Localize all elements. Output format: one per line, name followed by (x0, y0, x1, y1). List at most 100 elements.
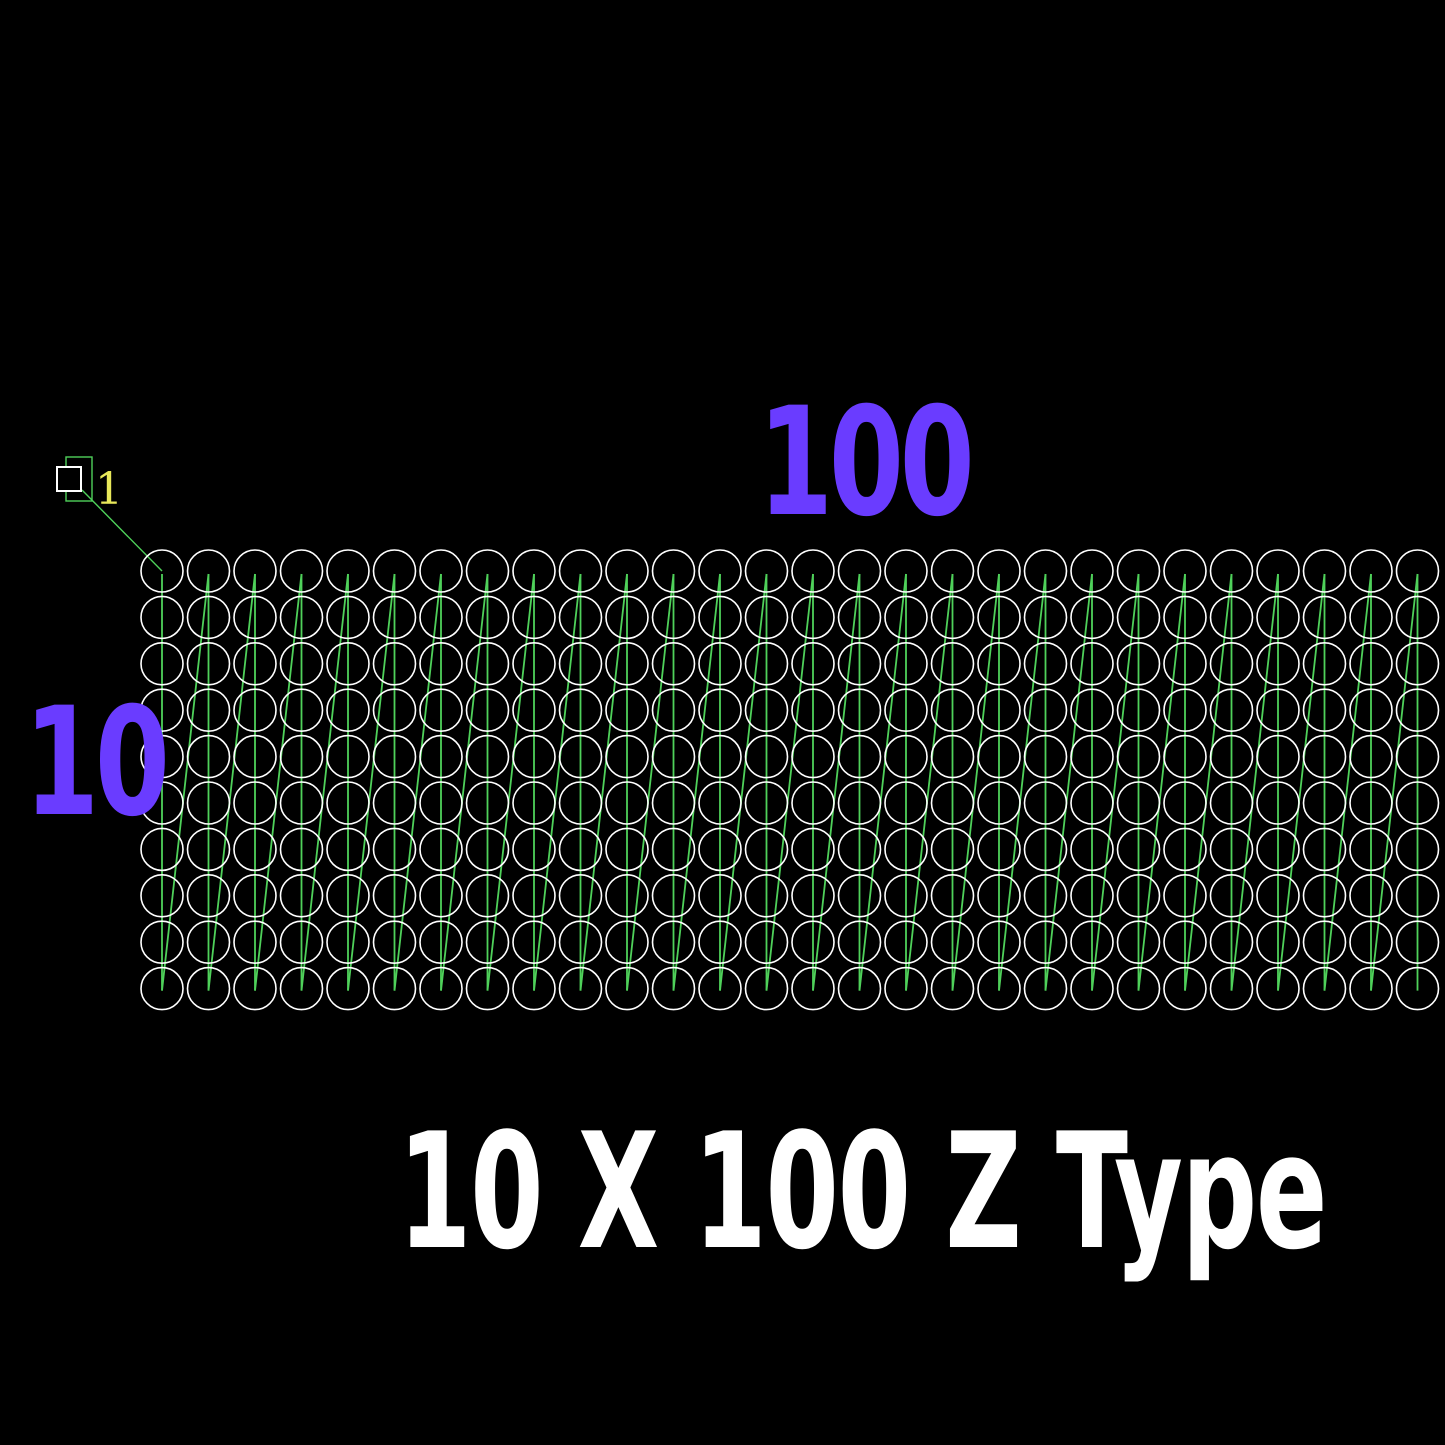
pixel-circle (140, 734, 184, 779)
pixel-circle (326, 873, 370, 918)
pixel-circle (1163, 966, 1207, 1011)
pixel-circle (791, 688, 835, 733)
pixel-circle (791, 641, 835, 686)
pixel-circle (744, 781, 789, 825)
pixel-circle (558, 734, 603, 779)
pixel-circle (465, 595, 510, 640)
pixel-circle (698, 734, 742, 779)
pixel-circle (837, 595, 882, 640)
pixel-circle (1116, 827, 1161, 872)
pixel-circle (1116, 966, 1161, 1011)
pixel-circle (977, 781, 1021, 825)
pixel-circle (372, 734, 417, 779)
pixel-circle (1209, 827, 1254, 872)
pixel-circle (1395, 966, 1440, 1011)
pixel-circle (744, 641, 789, 686)
pixel-circle (930, 734, 975, 779)
pixel-circle (791, 966, 835, 1011)
pixel-circle (186, 827, 231, 872)
pixel-circle (419, 827, 463, 872)
pixel-circle (372, 827, 417, 872)
pixel-circle (1023, 549, 1068, 593)
pixel-circle (326, 920, 370, 965)
pixel-circle (1070, 781, 1114, 825)
pixel-circle (1395, 827, 1440, 872)
pixel-circle (512, 966, 556, 1011)
pixel-circle (558, 873, 603, 918)
pixel-circle (977, 641, 1021, 686)
pixel-circle (233, 966, 277, 1011)
pixel-circle (651, 641, 696, 686)
pixel-circle (1256, 827, 1300, 872)
pixel-circle (512, 873, 556, 918)
pixel-circle (372, 549, 417, 593)
pixel-circle (465, 873, 510, 918)
pixel-circle (1070, 920, 1114, 965)
pixel-circle (558, 641, 603, 686)
pixel-circle (1070, 827, 1114, 872)
pixel-circle (1023, 688, 1068, 733)
pixel-circle (1395, 734, 1440, 779)
pixel-circle (698, 966, 742, 1011)
pixel-circle (1256, 873, 1300, 918)
pixel-circle (651, 734, 696, 779)
pixel-circle (1070, 595, 1114, 640)
pixel-circle (465, 781, 510, 825)
pixel-circle (744, 873, 789, 918)
pixel-circle (465, 549, 510, 593)
pixel-circle (1349, 920, 1393, 965)
pixel-circle (1116, 734, 1161, 779)
pixel-circle (1302, 873, 1347, 918)
pixel-circle (140, 781, 184, 825)
pixel-circle (372, 595, 417, 640)
pixel-circle (140, 549, 184, 593)
pixel-circle (1349, 873, 1393, 918)
pixel-circle (1070, 549, 1114, 593)
pixel-circle (1302, 734, 1347, 779)
pixel-circle (186, 734, 231, 779)
pixel-circle (233, 873, 277, 918)
pixel-circle (930, 641, 975, 686)
pixel-circle (465, 641, 510, 686)
pixel-circle (884, 641, 928, 686)
pixel-circle (558, 595, 603, 640)
start-marker (56, 456, 93, 502)
pixel-circle (465, 688, 510, 733)
pixel-circle (884, 549, 928, 593)
pixel-circle (837, 873, 882, 918)
pixel-circle (977, 734, 1021, 779)
pixel-circle (186, 781, 231, 825)
pixel-circle (233, 595, 277, 640)
pixel-circle (558, 549, 603, 593)
pixel-circle (1395, 549, 1440, 593)
pixel-circle (1209, 873, 1254, 918)
pixel-circle (1023, 595, 1068, 640)
pixel-circle (977, 688, 1021, 733)
pixel-circle (512, 549, 556, 593)
pixel-circle (419, 734, 463, 779)
pixel-circle (605, 549, 649, 593)
pixel-circle (1023, 781, 1068, 825)
pixel-circle (1116, 920, 1161, 965)
pixel-circle (1209, 781, 1254, 825)
pixel-circle-layer (140, 549, 1440, 1011)
pixel-circle (791, 781, 835, 825)
pixel-circle (977, 549, 1021, 593)
pixel-circle (1256, 595, 1300, 640)
pixel-circle (233, 549, 277, 593)
pixel-circle (1163, 873, 1207, 918)
pixel-circle (1209, 641, 1254, 686)
pixel-circle (977, 966, 1021, 1011)
pixel-circle (744, 734, 789, 779)
pixel-circle (558, 781, 603, 825)
pixel-circle (419, 873, 463, 918)
pixel-circle (837, 966, 882, 1011)
pixel-circle (791, 873, 835, 918)
pixel-circle (791, 549, 835, 593)
pixel-circle (605, 920, 649, 965)
pixel-circle (1349, 966, 1393, 1011)
pixel-circle (791, 827, 835, 872)
pixel-circle (837, 920, 882, 965)
pixel-circle (698, 873, 742, 918)
pixel-circle (1256, 734, 1300, 779)
